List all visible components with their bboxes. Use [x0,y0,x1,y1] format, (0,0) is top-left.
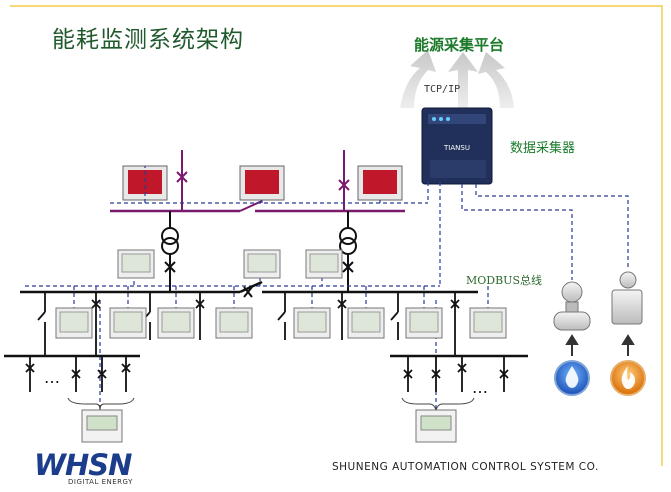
slide-border [10,5,663,466]
modbus-bus-line [25,166,629,410]
slide-title: 能耗监测系统架构 [52,27,244,53]
upload-arrow-middle [448,52,478,108]
transformer-left [161,211,179,292]
company-name: SHUNENG AUTOMATION CONTROL SYSTEM CO. [332,461,599,473]
collector-label: 数据采集器 [510,141,576,156]
sub-feeders-left [25,356,131,392]
lv-meter-row [55,307,507,339]
flow-arrows [565,334,635,356]
brace-left [67,397,135,411]
hv-meter-2 [239,165,285,201]
transformer-right [339,211,357,292]
ellipsis-left: … [44,368,60,387]
upload-arrow-right [478,52,514,108]
upload-arrow-left [400,50,436,108]
platform-label: 能源采集平台 [414,36,505,54]
brace-right [401,397,475,412]
water-drop-icon [554,360,590,396]
lv-feeders [37,292,460,356]
gas-flow-meter [611,271,643,325]
lv-meter-top-2 [243,249,281,279]
din-meter-left [81,409,123,443]
company-logo: WHSN [34,448,132,482]
data-collector-device: TIANSU [421,107,493,185]
sub-feeders-right [403,356,509,392]
water-flow-meter [553,281,591,331]
ellipsis-right: … [472,378,488,397]
modbus-bus-label: MODBUS总线 [466,274,542,287]
lv-busbar [20,280,478,298]
hv-bus [110,150,405,213]
lv-meter-top-3 [305,249,343,279]
fire-flame-icon [610,360,646,396]
hv-meter-3 [357,165,403,201]
protocol-label: TCP/IP [424,84,461,95]
logo-subtitle: DIGITAL ENERGY [68,478,133,486]
din-meter-right [415,409,457,443]
collector-device-text: TIANSU [443,144,470,152]
upload-arrows [400,50,514,108]
lv-meter-top-1 [117,249,155,279]
